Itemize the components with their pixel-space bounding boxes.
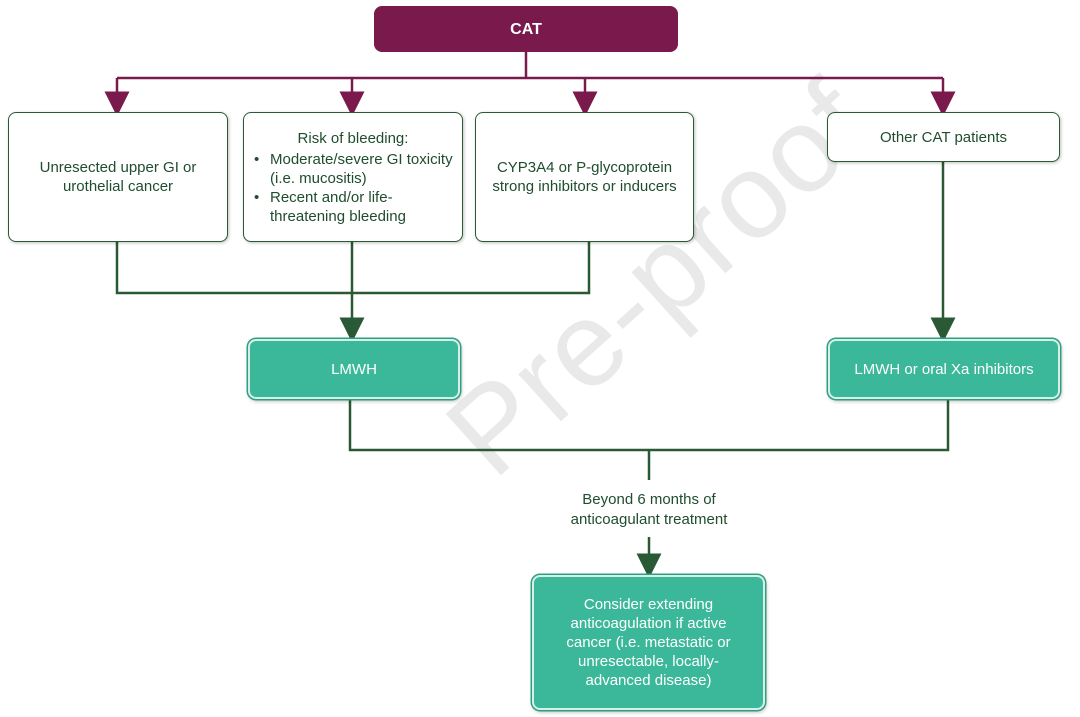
- bleeding-risk-list: Moderate/severe GI toxicity (i.e. mucosi…: [252, 150, 454, 226]
- consider-extending-text: Consider extending anticoagulation if ac…: [566, 596, 731, 689]
- lmwh-or-xa-text: LMWH or oral Xa inhibitors: [854, 360, 1034, 378]
- bleeding-risk-node: Risk of bleeding: Moderate/severe GI tox…: [243, 112, 463, 242]
- bleeding-risk-item-recent-bleeding: Recent and/or life-threatening bleeding: [252, 188, 454, 226]
- purple-connectors: [104, 52, 956, 117]
- consider-extending-node: Consider extending anticoagulation if ac…: [532, 575, 765, 710]
- bleeding-risk-item-gi-toxicity: Moderate/severe GI toxicity (i.e. mucosi…: [252, 150, 454, 188]
- other-cat-text: Other CAT patients: [879, 128, 1007, 146]
- cat-label: CAT: [510, 20, 542, 38]
- green-connectors: [115, 162, 956, 579]
- cyp3a4-node: CYP3A4 or P-glycoprotein strong inhibito…: [475, 112, 694, 242]
- beyond-6-months-label: Beyond 6 months of anticoagulant treatme…: [570, 491, 728, 528]
- cat-node: CAT: [374, 6, 678, 52]
- lmwh-or-xa-node: LMWH or oral Xa inhibitors: [828, 339, 1060, 399]
- cyp3a4-text: CYP3A4 or P-glycoprotein strong inhibito…: [492, 159, 677, 195]
- other-cat-node: Other CAT patients: [827, 112, 1060, 162]
- lmwh-text: LMWH: [331, 360, 377, 378]
- unresected-cancer-node: Unresected upper GI or urothelial cancer: [8, 112, 228, 242]
- lmwh-node: LMWH: [248, 339, 460, 399]
- bleeding-risk-title: Risk of bleeding:: [297, 129, 409, 147]
- unresected-cancer-text: Unresected upper GI or urothelial cancer: [39, 159, 197, 195]
